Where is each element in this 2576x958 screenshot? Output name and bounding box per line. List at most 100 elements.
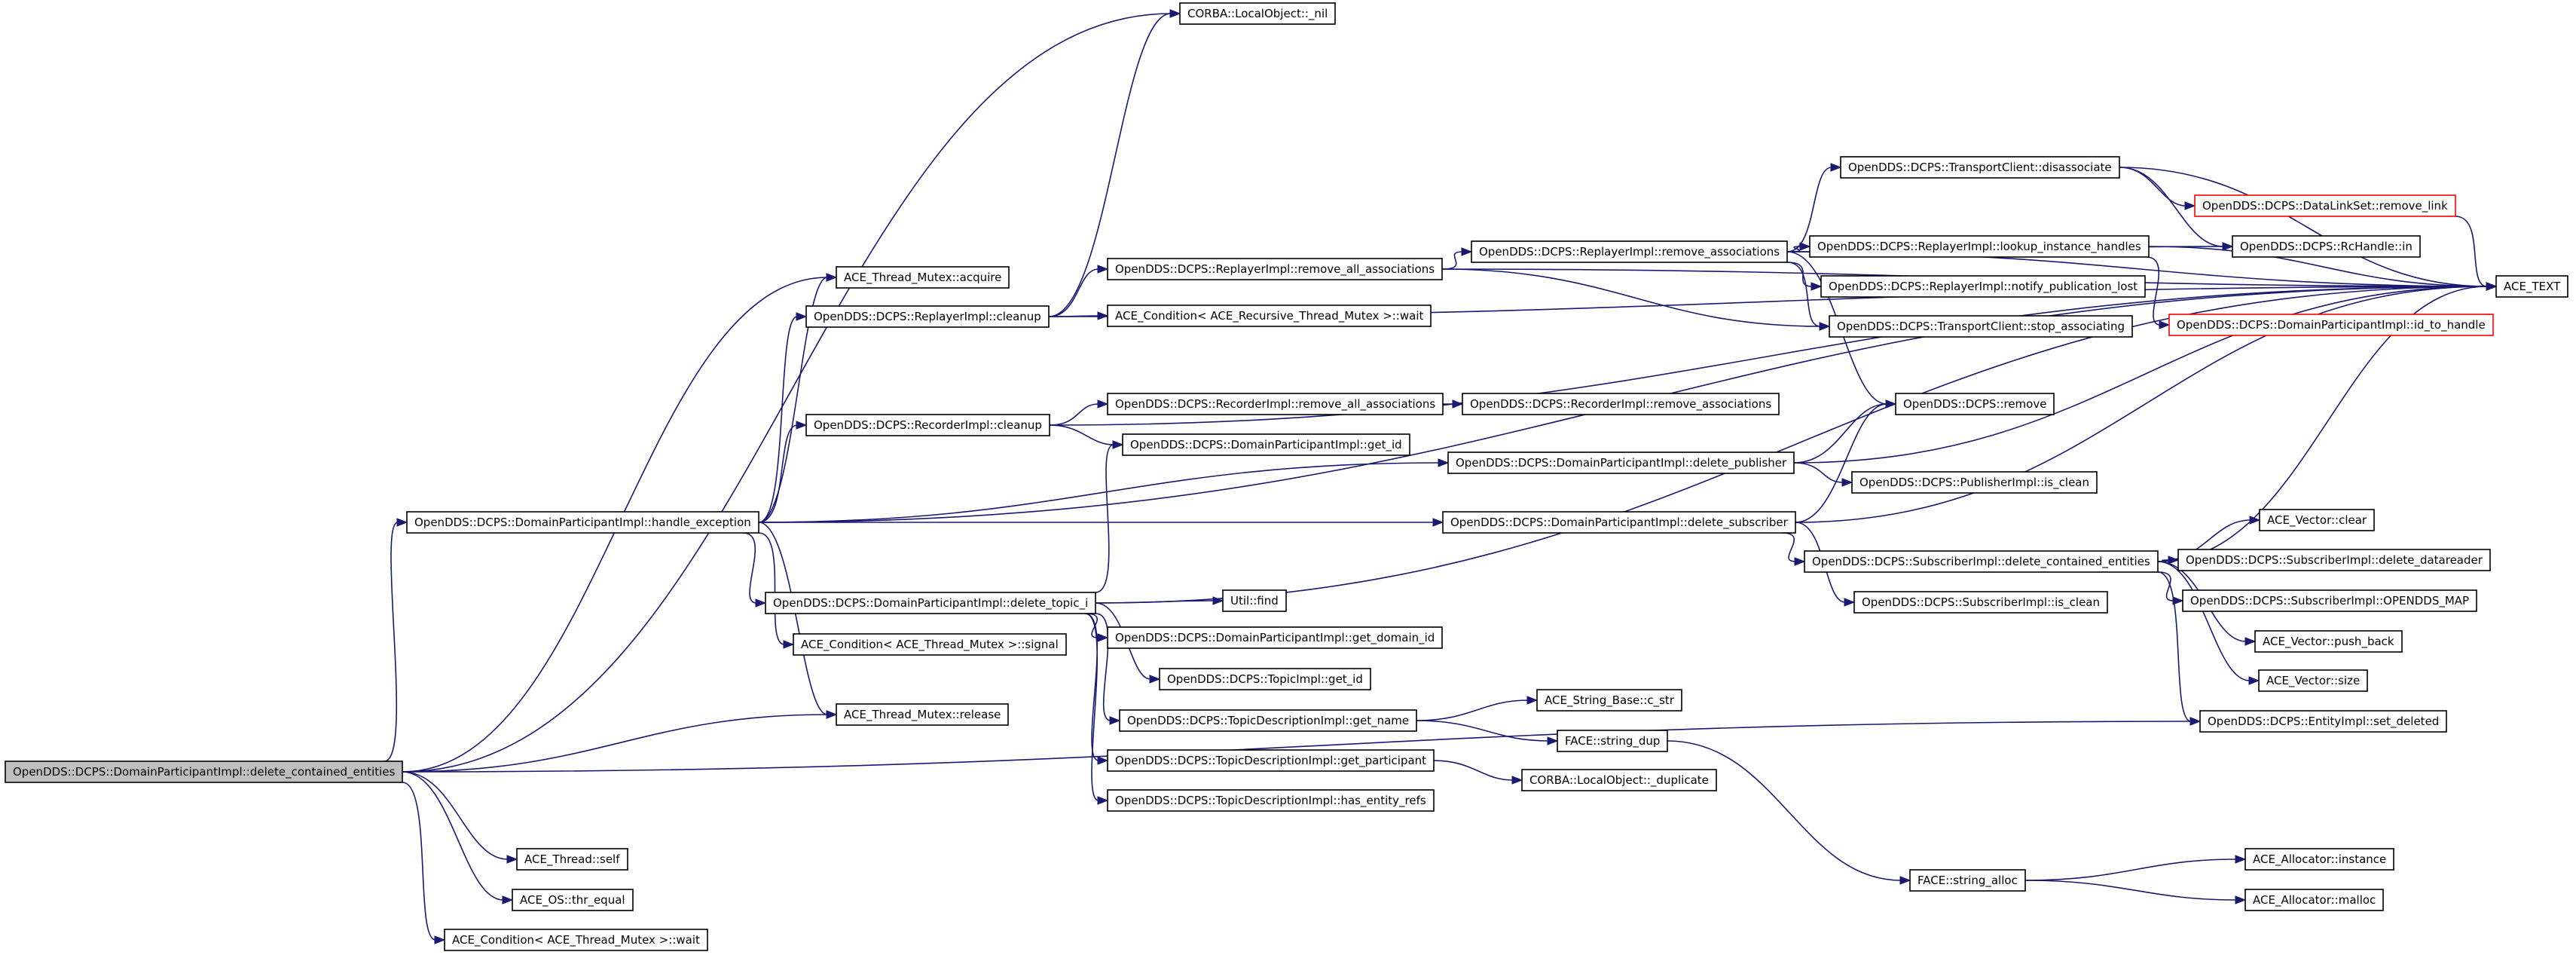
- node-string-dup[interactable]: FACE::string_dup: [1557, 730, 1668, 752]
- edge-arrowhead: [2249, 516, 2261, 525]
- node-thr-equal[interactable]: ACE_OS::thr_equal: [512, 889, 634, 911]
- node-push-back[interactable]: ACE_Vector::push_back: [2254, 630, 2403, 653]
- edge-arrowhead: [1830, 163, 1842, 172]
- edge-string-alloc-to-alloc-inst: [2024, 859, 2237, 881]
- node-label: OpenDDS::DCPS::TransportClient::stop_ass…: [1837, 320, 2125, 334]
- edge-arrowhead: [1547, 736, 1559, 745]
- node-rec-cleanup[interactable]: OpenDDS::DCPS::RecorderImpl::cleanup: [805, 414, 1050, 436]
- node-handle-exc[interactable]: OpenDDS::DCPS::DomainParticipantImpl::ha…: [406, 511, 759, 534]
- node-label: ACE_Thread_Mutex::acquire: [844, 271, 1001, 285]
- node-rep-rem-assoc[interactable]: OpenDDS::DCPS::ReplayerImpl::remove_asso…: [1471, 240, 1788, 263]
- node-rc-in[interactable]: OpenDDS::DCPS::RcHandle::in: [2232, 235, 2421, 258]
- edge-arrowhead: [396, 518, 408, 527]
- node-box: [1107, 789, 1435, 812]
- node-label: ACE_Thread_Mutex::release: [844, 708, 1001, 722]
- node-box: [1853, 591, 2108, 614]
- node-rec-rem-assoc[interactable]: OpenDDS::DCPS::RecorderImpl::remove_asso…: [1462, 393, 1780, 415]
- node-stop-assoc[interactable]: OpenDDS::DCPS::TransportClient::stop_ass…: [1829, 315, 2133, 338]
- node-label: OpenDDS::DCPS::SubscriberImpl::delete_da…: [2186, 553, 2483, 568]
- node-del-topic[interactable]: OpenDDS::DCPS::DomainParticipantImpl::de…: [765, 592, 1096, 614]
- node-box: [5, 761, 403, 783]
- node-util-find[interactable]: Util::find: [1222, 589, 1287, 612]
- node-alloc-malloc[interactable]: ACE_Allocator::malloc: [2244, 889, 2384, 911]
- node-pub-is-clean[interactable]: OpenDDS::DCPS::PublisherImpl::is_clean: [1851, 471, 2098, 494]
- node-id-to-handle[interactable]: OpenDDS::DCPS::DomainParticipantImpl::id…: [2168, 314, 2494, 336]
- edge-arrowhead: [2235, 855, 2247, 864]
- node-box: [1107, 749, 1435, 772]
- node-c-str[interactable]: ACE_String_Base::c_str: [1536, 689, 1682, 712]
- edge-del-pub-to-ace-text: [1793, 286, 2488, 464]
- node-remove[interactable]: OpenDDS::DCPS::remove: [1895, 393, 2055, 415]
- node-string-alloc[interactable]: FACE::string_alloc: [1909, 869, 2026, 892]
- node-tc-disassoc[interactable]: OpenDDS::DCPS::TransportClient::disassoc…: [1840, 156, 2120, 179]
- node-get-domain[interactable]: OpenDDS::DCPS::DomainParticipantImpl::ge…: [1107, 626, 1443, 649]
- node-root[interactable]: OpenDDS::DCPS::DomainParticipantImpl::de…: [5, 761, 403, 783]
- node-label: OpenDDS::DCPS::TopicDescriptionImpl::get…: [1115, 754, 1426, 768]
- node-lookup-ih[interactable]: OpenDDS::DCPS::ReplayerImpl::lookup_inst…: [1809, 235, 2150, 258]
- node-box: [2232, 235, 2421, 258]
- node-rep-cleanup[interactable]: OpenDDS::DCPS::ReplayerImpl::cleanup: [805, 305, 1050, 328]
- node-remove-link[interactable]: OpenDDS::DCPS::DataLinkSet::remove_link: [2194, 194, 2456, 217]
- edge-lookup-ih-to-ace-text: [2148, 246, 2488, 287]
- edge-arrowhead: [2222, 242, 2234, 251]
- node-box: [2194, 194, 2456, 217]
- node-sub-del-cont[interactable]: OpenDDS::DCPS::SubscriberImpl::delete_co…: [1804, 550, 2159, 573]
- edge-arrowhead: [1799, 242, 1811, 251]
- edge-string-alloc-to-alloc-malloc: [2024, 880, 2237, 901]
- node-box: [2259, 509, 2375, 531]
- node-box: [1222, 589, 1287, 612]
- node-opendds-map[interactable]: OpenDDS::DCPS::SubscriberImpl::OPENDDS_M…: [2182, 589, 2477, 612]
- node-del-sub[interactable]: OpenDDS::DCPS::DomainParticipantImpl::de…: [1442, 511, 1796, 534]
- node-box: [1471, 240, 1788, 263]
- node-label: OpenDDS::DCPS::DomainParticipantImpl::de…: [773, 596, 1088, 611]
- edge-arrowhead: [1794, 557, 1806, 566]
- edge-root-to-thr-equal: [402, 771, 504, 901]
- node-thr-self[interactable]: ACE_Thread::self: [516, 848, 628, 871]
- node-alloc-inst[interactable]: ACE_Allocator::instance: [2244, 848, 2394, 871]
- node-label: OpenDDS::DCPS::SubscriberImpl::OPENDDS_M…: [2190, 594, 2469, 608]
- edge-arrowhead: [2248, 676, 2260, 685]
- node-nil[interactable]: CORBA::LocalObject::_nil: [1179, 2, 1336, 25]
- node-rep-rem-all[interactable]: OpenDDS::DCPS::ReplayerImpl::remove_all_…: [1107, 258, 1443, 280]
- node-box: [1809, 235, 2150, 258]
- node-box: [1557, 730, 1668, 752]
- node-box: [1909, 869, 2026, 892]
- node-box: [836, 266, 1010, 289]
- edge-handle-exc-to-del-topic: [742, 532, 757, 604]
- node-rcond-wait[interactable]: ACE_Condition< ACE_Recursive_Thread_Mute…: [1107, 305, 1432, 327]
- node-duplicate[interactable]: CORBA::LocalObject::_duplicate: [1521, 769, 1717, 791]
- edge-arrowhead: [1844, 598, 1856, 607]
- edge-arrowhead: [2189, 717, 2202, 726]
- node-vec-size[interactable]: ACE_Vector::size: [2258, 669, 2368, 692]
- node-td-get-name[interactable]: OpenDDS::DCPS::TopicDescriptionImpl::get…: [1119, 709, 1417, 732]
- node-set-deleted[interactable]: OpenDDS::DCPS::EntityImpl::set_deleted: [2199, 710, 2447, 733]
- edge-arrowhead: [1097, 633, 1109, 642]
- node-topic-get-id[interactable]: OpenDDS::DCPS::TopicImpl::get_id: [1159, 668, 1371, 690]
- node-vec-clear[interactable]: ACE_Vector::clear: [2259, 509, 2375, 531]
- node-td-get-part[interactable]: OpenDDS::DCPS::TopicDescriptionImpl::get…: [1107, 749, 1435, 772]
- node-box: [516, 848, 628, 871]
- node-cond-wait[interactable]: ACE_Condition< ACE_Thread_Mutex >::wait: [444, 929, 708, 951]
- edge-del-pub-to-remove: [1793, 403, 1887, 464]
- edge-rep-rem-assoc-to-notify-pl: [1786, 262, 1813, 287]
- node-label: ACE_Vector::clear: [2267, 513, 2367, 528]
- edge-arrowhead: [1438, 458, 1450, 467]
- edge-arrowhead: [1097, 311, 1109, 320]
- node-td-has-refs[interactable]: OpenDDS::DCPS::TopicDescriptionImpl::has…: [1107, 789, 1435, 812]
- node-box: [1829, 315, 2133, 338]
- node-release[interactable]: ACE_Thread_Mutex::release: [836, 703, 1009, 726]
- node-sub-is-clean[interactable]: OpenDDS::DCPS::SubscriberImpl::is_clean: [1853, 591, 2108, 614]
- node-del-datareader[interactable]: OpenDDS::DCPS::SubscriberImpl::delete_da…: [2177, 549, 2491, 571]
- node-del-pub[interactable]: OpenDDS::DCPS::DomainParticipantImpl::de…: [1447, 451, 1795, 474]
- node-acquire[interactable]: ACE_Thread_Mutex::acquire: [836, 266, 1010, 289]
- node-cond-signal[interactable]: ACE_Condition< ACE_Thread_Mutex >::signa…: [793, 633, 1067, 656]
- edge-rep-cleanup-to-nil: [1048, 13, 1172, 317]
- node-notify-pl[interactable]: OpenDDS::DCPS::ReplayerImpl::notify_publ…: [1820, 275, 2146, 298]
- edge-arrowhead: [2235, 895, 2247, 904]
- edge-rec-cleanup-to-ace-text: [1049, 286, 2488, 426]
- edge-arrowhead: [2486, 282, 2498, 291]
- node-ace-text[interactable]: ACE_TEXT: [2495, 275, 2568, 298]
- node-dp-get-id[interactable]: OpenDDS::DCPS::DomainParticipantImpl::ge…: [1122, 433, 1410, 456]
- node-rec-rem-all[interactable]: OpenDDS::DCPS::RecorderImpl::remove_all_…: [1107, 393, 1444, 415]
- edge-del-sub-to-ace-text: [1795, 286, 2488, 523]
